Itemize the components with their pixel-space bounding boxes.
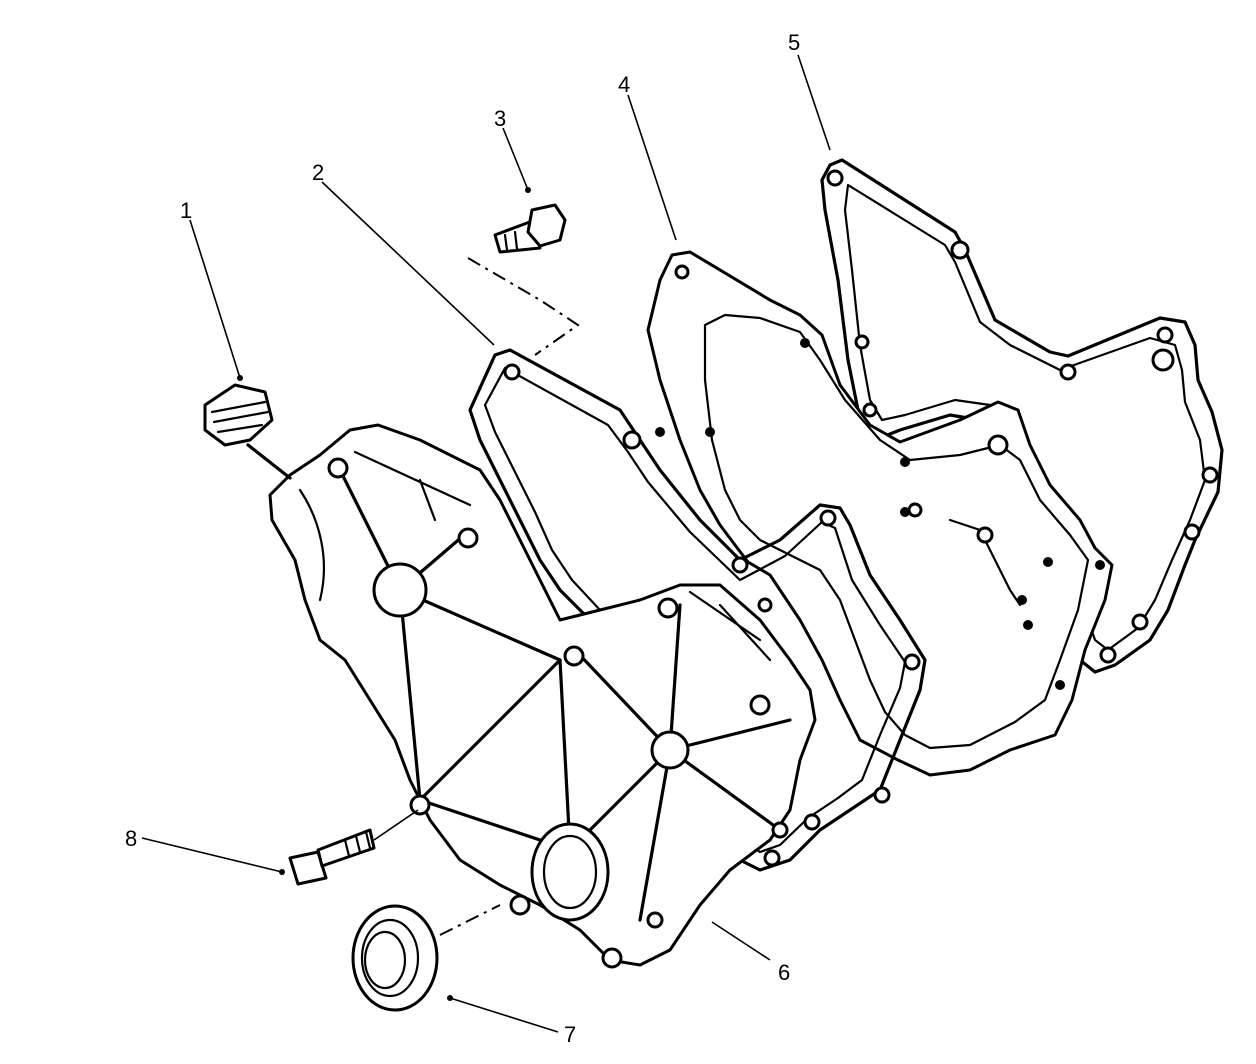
callout-labels: 1 2 3 4 5 6 7 8 [125, 30, 800, 1047]
callout-2: 2 [312, 160, 324, 185]
part-3-bolt [467, 187, 580, 356]
part-7-oil-seal [351, 904, 501, 1012]
callout-4: 4 [618, 72, 630, 97]
leader-lines [141, 54, 831, 1033]
callout-6: 6 [778, 960, 790, 985]
callout-1: 1 [180, 198, 192, 223]
part-8-bolt [279, 809, 419, 886]
part-6-front-cover [268, 423, 817, 969]
part-2-gasket [468, 348, 927, 872]
callout-5: 5 [788, 30, 800, 55]
callout-8: 8 [125, 826, 137, 851]
callout-3: 3 [494, 106, 506, 131]
callout-7: 7 [564, 1022, 576, 1047]
part-1-filler-cap [203, 375, 292, 480]
